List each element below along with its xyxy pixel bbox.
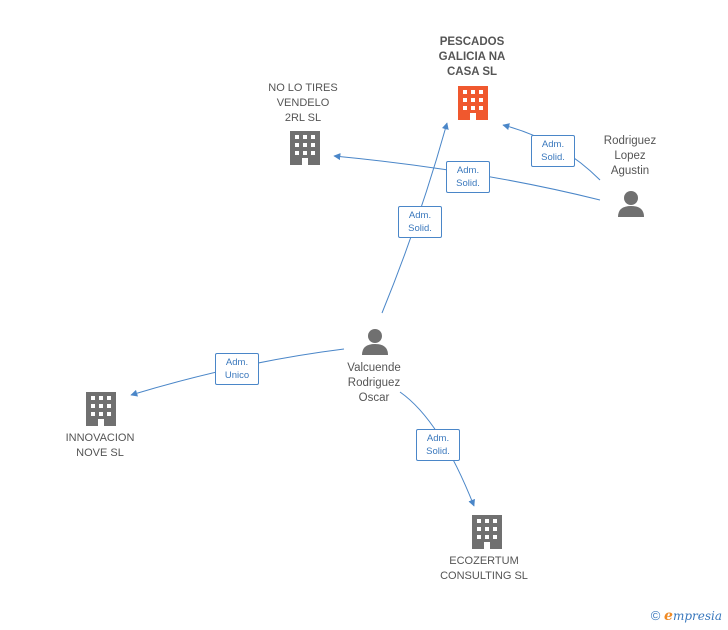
role-badge-valcuende-ecozertum: Adm. Solid.	[416, 429, 460, 461]
person-label-valcuende[interactable]: Valcuende Rodriguez Oscar	[347, 362, 401, 404]
empresia-logo[interactable]: empresia	[664, 608, 722, 624]
company-label-nolotires[interactable]: NO LO TIRES VENDELO 2RL SL	[268, 82, 338, 124]
building-icon-ecozertum[interactable]	[472, 515, 502, 549]
copyright-footer: © empresia	[651, 608, 722, 624]
building-icon-nolotires[interactable]	[290, 131, 320, 165]
person-icon-rodriguez[interactable]	[618, 191, 644, 217]
person-icon-valcuende[interactable]	[362, 329, 388, 355]
company-label-innovacion[interactable]: INNOVACION NOVE SL	[65, 432, 135, 459]
building-icon-pescados[interactable]	[458, 86, 488, 120]
role-badge-valcuende-innovacion: Adm. Unico	[215, 353, 259, 385]
copyright-symbol: ©	[650, 608, 661, 623]
person-label-rodriguez[interactable]: Rodriguez Lopez Agustin	[603, 135, 657, 177]
role-badge-valcuende-pescados: Adm. Solid.	[398, 206, 442, 238]
company-label-pescados[interactable]: PESCADOS GALICIA NA CASA SL	[438, 36, 506, 78]
building-icon-innovacion[interactable]	[86, 392, 116, 426]
role-badge-rodriguez-nolotires: Adm. Solid.	[446, 161, 490, 193]
company-label-ecozertum[interactable]: ECOZERTUM CONSULTING SL	[440, 555, 528, 582]
role-badge-rodriguez-pescados: Adm. Solid.	[531, 135, 575, 167]
